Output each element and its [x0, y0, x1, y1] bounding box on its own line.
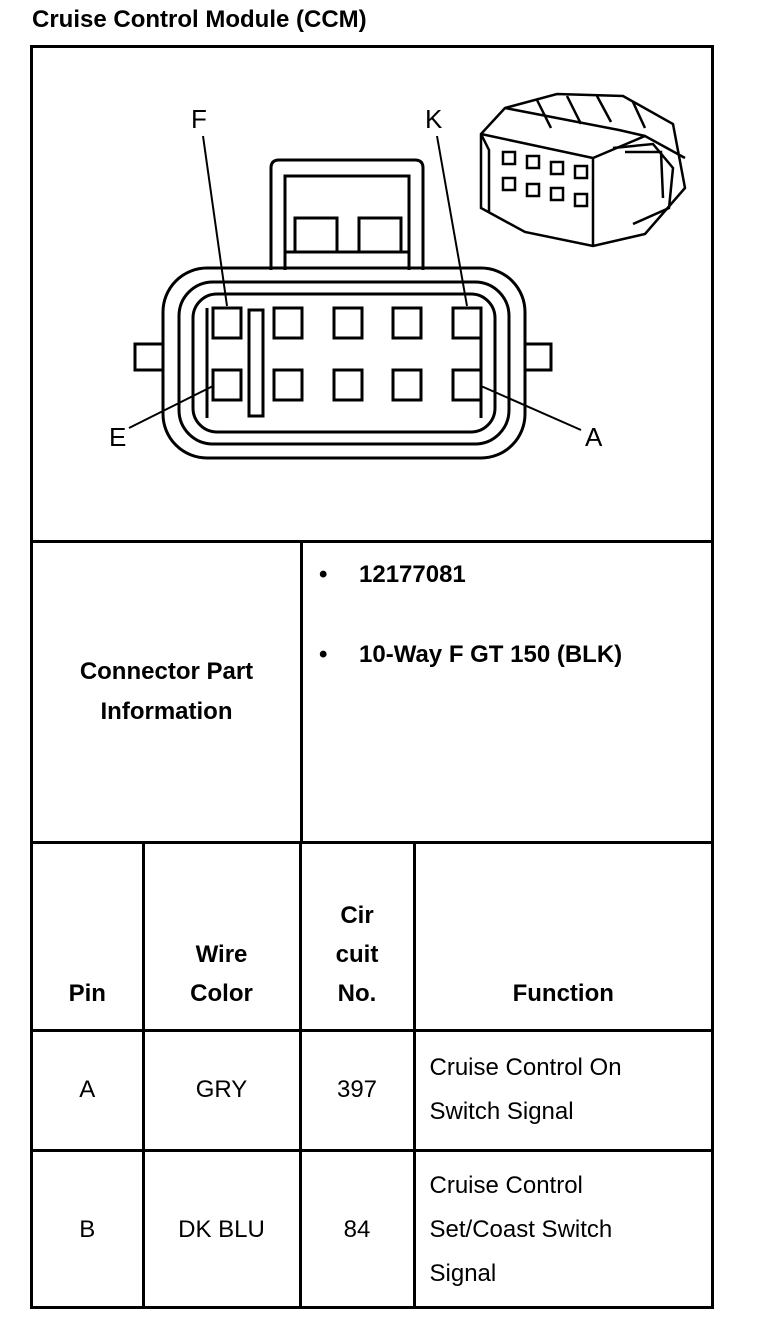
connector-part-information: Connector Part Information •12177081 •10…	[33, 543, 711, 844]
function-cell: Cruise Control On Switch Signal	[412, 1028, 711, 1152]
header-pin: Pin	[33, 844, 145, 1032]
bullet-icon: •	[319, 641, 328, 668]
pin-label-e: E	[109, 422, 126, 452]
wire-color-cell: GRY	[141, 1028, 302, 1152]
connector-type-item: •10-Way F GT 150 (BLK)	[319, 635, 709, 675]
pin-cell: A	[33, 1028, 145, 1152]
connector-diagram: F K E A	[33, 48, 711, 543]
connector-face-drawing: F K E A	[109, 92, 687, 460]
circuit-cell: 397	[298, 1028, 416, 1152]
pin-cavity	[211, 306, 243, 340]
table-header-row: Pin Wire Color Cir cuit No. Function	[33, 844, 711, 1032]
pin-cavity	[272, 368, 304, 402]
header-circuit-no: Cir cuit No.	[298, 844, 416, 1032]
pin-cell: B	[33, 1148, 145, 1308]
pin-cavity	[272, 306, 304, 340]
pin-cavity	[332, 306, 364, 340]
connector-sheet: F K E A	[30, 45, 714, 1309]
part-number-item: •12177081	[319, 555, 709, 595]
pin-cavity	[391, 368, 423, 402]
pin-cavity	[332, 368, 364, 402]
connector-isometric-view	[479, 92, 687, 248]
connector-info-values: •12177081 •10-Way F GT 150 (BLK)	[303, 543, 711, 841]
pin-label-k: K	[425, 104, 443, 134]
pin-cavity	[211, 368, 243, 402]
pin-label-a: A	[585, 422, 603, 452]
wire-color-cell: DK BLU	[141, 1148, 302, 1308]
pin-cavities	[211, 306, 483, 402]
header-function: Function	[412, 844, 711, 1032]
bullet-icon: •	[319, 561, 328, 588]
pin-table: Pin Wire Color Cir cuit No. Function A G…	[33, 844, 711, 1308]
leader-lines	[128, 135, 582, 431]
circuit-cell: 84	[298, 1148, 416, 1308]
table-row: A GRY 397 Cruise Control On Switch Signa…	[33, 1028, 711, 1152]
connector-info-label: Connector Part Information	[33, 543, 303, 841]
table-row: B DK BLU 84 Cruise Control Set/Coast Swi…	[33, 1148, 711, 1308]
pin-cavity	[451, 368, 483, 402]
pin-cavity	[451, 306, 483, 340]
page-title: Cruise Control Module (CCM)	[32, 6, 367, 33]
pin-cavity	[391, 306, 423, 340]
function-cell: Cruise Control Set/Coast Switch Signal	[412, 1148, 711, 1308]
pin-label-f: F	[191, 104, 207, 134]
header-wire-color: Wire Color	[141, 844, 302, 1032]
